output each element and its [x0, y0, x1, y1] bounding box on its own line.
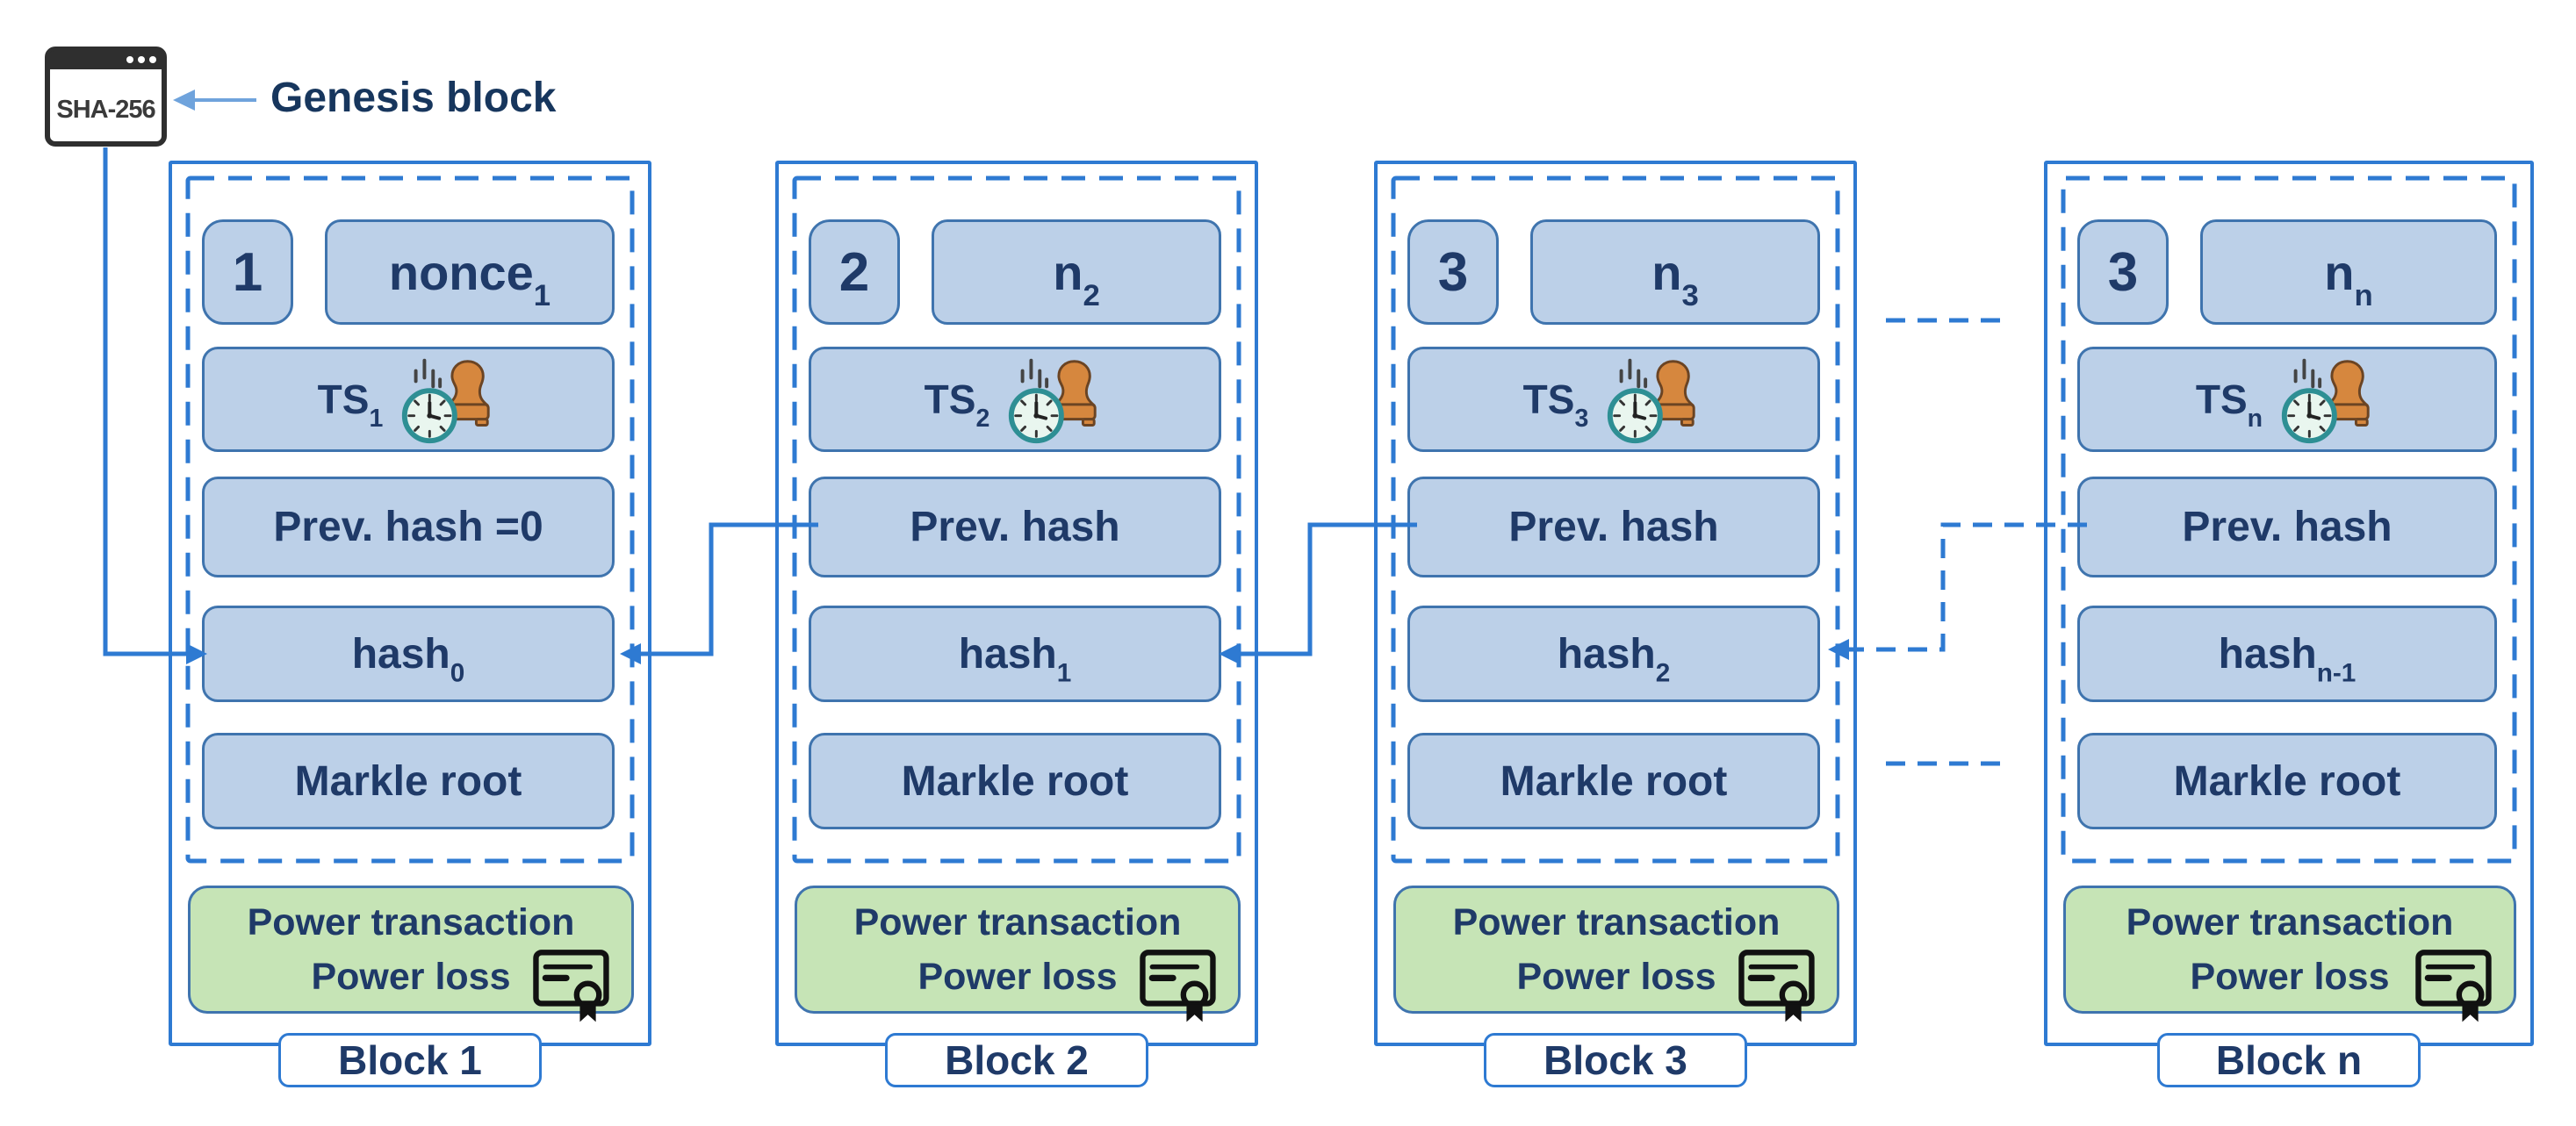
block-3-transactions-box: Power transaction Power loss — [1393, 886, 1839, 1022]
power-loss-label: Power loss — [1516, 956, 1716, 998]
genesis-block-label: Genesis block — [270, 75, 557, 121]
power-transaction-label: Power transaction — [2126, 901, 2454, 943]
certificate-icon — [533, 950, 609, 1022]
timestamp-stamp-icon — [402, 358, 490, 444]
certificate-icon — [1140, 950, 1216, 1022]
block-2-label: Block 2 — [885, 1033, 1148, 1087]
window-titlebar — [49, 51, 162, 69]
block-1: 1 nonce1 TS1 — [169, 161, 651, 1087]
block-2: 2 n2 TS2 — [775, 161, 1258, 1087]
power-loss-label: Power loss — [917, 956, 1118, 998]
block-n-transactions-box: Power transaction Power loss — [2063, 886, 2516, 1022]
timestamp-stamp-icon — [2281, 358, 2370, 444]
block-3-timestamp-pill: TS3 — [1407, 347, 1820, 452]
block-n-hash-pill: hashn-1 — [2077, 606, 2497, 702]
window-dots-icon — [126, 56, 156, 63]
timestamp-stamp-icon — [1608, 358, 1695, 444]
block-3-label: Block 3 — [1484, 1033, 1747, 1087]
block-1-hash-pill: hash0 — [202, 606, 615, 702]
block-n-merkle-root-pill: Markle root — [2077, 733, 2497, 829]
block-3-index-badge: 3 — [1407, 219, 1499, 325]
block-1-transactions-box: Power transaction Power loss — [188, 886, 634, 1022]
power-transaction-label: Power transaction — [247, 901, 575, 943]
block-2-nonce-pill: n2 — [932, 219, 1221, 325]
block-3: 3 n3 TS3 — [1374, 161, 1857, 1087]
block-3-merkle-root-pill: Markle root — [1407, 733, 1820, 829]
power-transaction-label: Power transaction — [853, 901, 1182, 943]
block-1-merkle-root-pill: Markle root — [202, 733, 615, 829]
power-loss-label: Power loss — [311, 956, 511, 998]
block-2-prev-hash-pill: Prev. hash — [809, 477, 1221, 577]
power-transaction-label: Power transaction — [1452, 901, 1781, 943]
block-2-index-badge: 2 — [809, 219, 900, 325]
block-2-hash-pill: hash1 — [809, 606, 1221, 702]
power-loss-label: Power loss — [2190, 956, 2390, 998]
sha256-window-icon: SHA-256 — [45, 47, 167, 147]
certificate-icon — [2415, 950, 2492, 1022]
sha256-label: SHA-256 — [56, 95, 155, 124]
block-n-index-badge: 3 — [2077, 219, 2169, 325]
block-n-timestamp-pill: TSn — [2077, 347, 2497, 452]
block-3-prev-hash-pill: Prev. hash — [1407, 477, 1820, 577]
block-2-merkle-root-pill: Markle root — [809, 733, 1221, 829]
block-n-nonce-pill: nn — [2200, 219, 2497, 325]
block-2-transactions-box: Power transaction Power loss — [795, 886, 1241, 1022]
block-n-prev-hash-pill: Prev. hash — [2077, 477, 2497, 577]
block-2-timestamp-pill: TS2 — [809, 347, 1221, 452]
block-n-label: Block n — [2157, 1033, 2421, 1087]
genesis-arrow — [173, 90, 256, 111]
block-1-nonce-pill: nonce1 — [325, 219, 615, 325]
block-3-nonce-pill: n3 — [1530, 219, 1820, 325]
block-1-label: Block 1 — [278, 1033, 542, 1087]
certificate-icon — [1738, 950, 1815, 1022]
block-n: 3 nn TSn — [2044, 161, 2534, 1087]
block-1-index-badge: 1 — [202, 219, 293, 325]
timestamp-stamp-icon — [1009, 358, 1097, 444]
block-1-timestamp-pill: TS1 — [202, 347, 615, 452]
block-1-prev-hash-pill: Prev. hash =0 — [202, 477, 615, 577]
block-3-hash-pill: hash2 — [1407, 606, 1820, 702]
